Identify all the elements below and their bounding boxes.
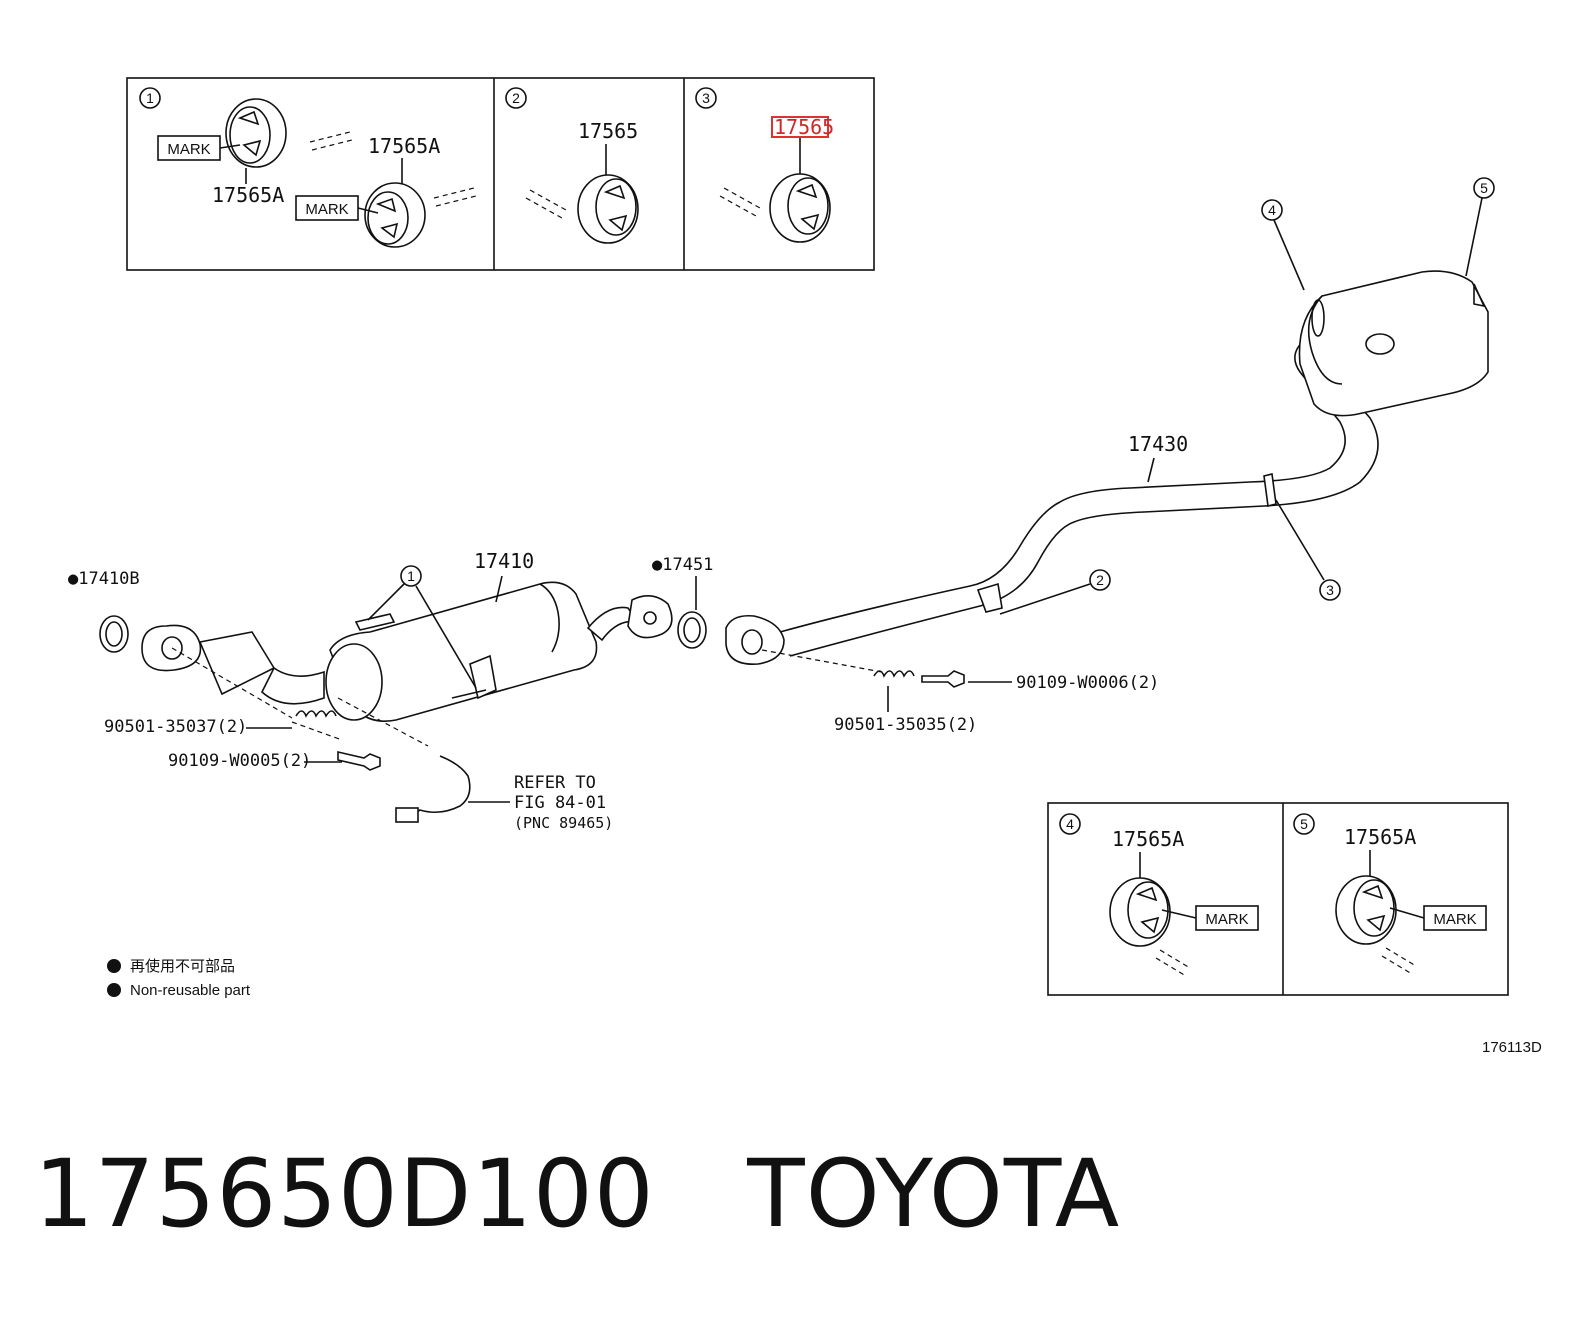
hanger-icon [1109,877,1171,947]
mark-label: MARK [1205,911,1248,928]
part-label-90501-35037: 90501-35037(2) [104,717,247,737]
callout-1: 1 [407,568,415,584]
legend-en: Non-reusable part [130,982,251,999]
mark-label: MARK [1433,911,1476,928]
hanger-icon [364,182,426,248]
part-label-17565: 17565 [578,119,638,143]
hanger-icon [225,98,287,168]
refer-line-3: (PNC 89465) [514,814,613,832]
part-label-17565-highlighted: 17565 [774,115,834,139]
part-label-17451: ●17451 [652,555,713,575]
part-label-90109-W0006: 90109-W0006(2) [1016,673,1159,693]
highlight-box [771,116,829,138]
part-label-17565A: 17565A [368,134,440,158]
panel4-number: 4 [1066,816,1074,832]
part-label-17430: 17430 [1128,432,1188,456]
inset-bottom: 4 17565A MARK 5 17565A MARK [1047,802,1509,996]
part-label-17565A: 17565A [1344,825,1416,849]
refer-line-1: REFER TO [514,773,596,793]
callout-5: 5 [1480,180,1488,196]
part-label-90501-35035: 90501-35035(2) [834,715,977,735]
hanger-icon [769,173,831,243]
callout-4: 4 [1268,202,1276,218]
callout-3: 3 [1326,582,1334,598]
panel2-number: 2 [512,90,520,106]
part-label-17565A: 17565A [212,183,284,207]
mark-label: MARK [167,141,210,158]
legend: 再使用不可部品 Non-reusable part [107,958,251,999]
mark-label: MARK [305,201,348,218]
footer-part-number: 175650D100 TOYOTA [34,1140,1120,1249]
part-label-17565A: 17565A [1112,827,1184,851]
brand-text: TOYOTA [747,1140,1121,1249]
part-label-17410: 17410 [474,549,534,573]
panel1-number: 1 [146,90,154,106]
part-label-17410B: ●17410B [68,569,140,589]
refer-line-2: FIG 84-01 [514,793,606,813]
figure-code: 176113D [1482,1039,1542,1056]
part-label-90109-W0005: 90109-W0005(2) [168,751,311,771]
labels: ●17410B 17410 ●17451 17430 90501-35037(2… [68,177,1495,832]
part-number-text: 175650D100 [34,1140,655,1249]
exhaust-assembly [99,270,1489,823]
hanger-icon [577,174,639,244]
hanger-icon [1335,875,1397,945]
panel5-number: 5 [1300,816,1308,832]
bullet-icon [107,959,121,973]
inset-top: 1 MARK 17565A MARK 17565A 2 17565 [126,77,875,271]
panel3-number: 3 [702,90,710,106]
legend-jp: 再使用不可部品 [130,958,235,975]
bullet-icon [107,983,121,997]
callout-2: 2 [1096,572,1104,588]
